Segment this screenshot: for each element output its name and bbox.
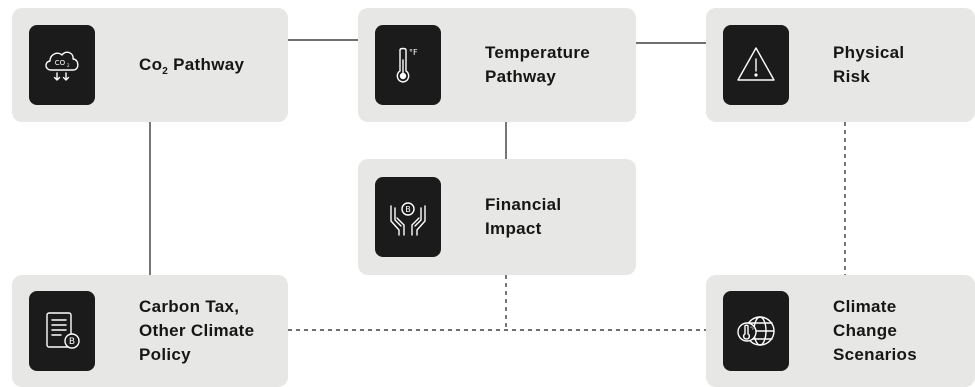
co2-icon-subscript: 2 bbox=[67, 63, 70, 68]
climate-label-line-3: Scenarios bbox=[833, 345, 917, 364]
coin-icon-text: B bbox=[405, 205, 411, 214]
node-climate-change-scenarios[interactable]: °F Climate Change Scenarios bbox=[706, 275, 975, 387]
node-temperature-pathway[interactable]: °F Temperature Pathway bbox=[358, 8, 636, 122]
carbon-label-line-1: Carbon Tax, bbox=[139, 297, 240, 316]
financial-label-line-1: Financial bbox=[485, 195, 562, 214]
document-coin-icon-text: B bbox=[69, 337, 75, 347]
co2-cloud-icon: CO 2 bbox=[29, 25, 95, 105]
physical-risk-label: Physical Risk bbox=[833, 41, 904, 89]
globe-fahrenheit-icon-text: °F bbox=[750, 326, 755, 332]
physical-label-line-2: Risk bbox=[833, 67, 871, 86]
warning-triangle-icon bbox=[723, 25, 789, 105]
node-financial-impact[interactable]: B Financial Impact bbox=[358, 159, 636, 275]
financial-impact-label: Financial Impact bbox=[485, 193, 561, 241]
physical-label-line-1: Physical bbox=[833, 43, 905, 62]
carbon-tax-label: Carbon Tax, Other Climate Policy bbox=[139, 295, 254, 367]
fahrenheit-icon-text: °F bbox=[409, 48, 418, 57]
co2-label-subscript: 2 bbox=[162, 66, 169, 77]
carbon-label-line-2: Other Climate bbox=[139, 321, 255, 340]
financial-label-line-2: Impact bbox=[485, 219, 542, 238]
node-carbon-tax-policy[interactable]: B Carbon Tax, Other Climate Policy bbox=[12, 275, 288, 387]
carbon-label-line-3: Policy bbox=[139, 345, 191, 364]
temperature-label-line-2: Pathway bbox=[485, 67, 557, 86]
temperature-label-line-1: Temperature bbox=[485, 43, 591, 62]
co2-label-suffix: Pathway bbox=[168, 55, 245, 74]
document-coin-icon: B bbox=[29, 291, 95, 371]
climate-label-line-2: Change bbox=[833, 321, 898, 340]
node-physical-risk[interactable]: Physical Risk bbox=[706, 8, 975, 122]
thermometer-fahrenheit-icon: °F bbox=[375, 25, 441, 105]
temperature-pathway-label: Temperature Pathway bbox=[485, 41, 590, 89]
climate-change-label: Climate Change Scenarios bbox=[833, 295, 917, 367]
hands-coin-icon: B bbox=[375, 177, 441, 257]
co2-icon-text: CO bbox=[55, 59, 66, 67]
node-co2-pathway[interactable]: CO 2 Co2 Pathway bbox=[12, 8, 288, 122]
globe-thermometer-icon: °F bbox=[723, 291, 789, 371]
climate-label-line-1: Climate bbox=[833, 297, 897, 316]
co2-label-prefix: Co bbox=[139, 55, 163, 74]
co2-pathway-label: Co2 Pathway bbox=[139, 53, 244, 77]
